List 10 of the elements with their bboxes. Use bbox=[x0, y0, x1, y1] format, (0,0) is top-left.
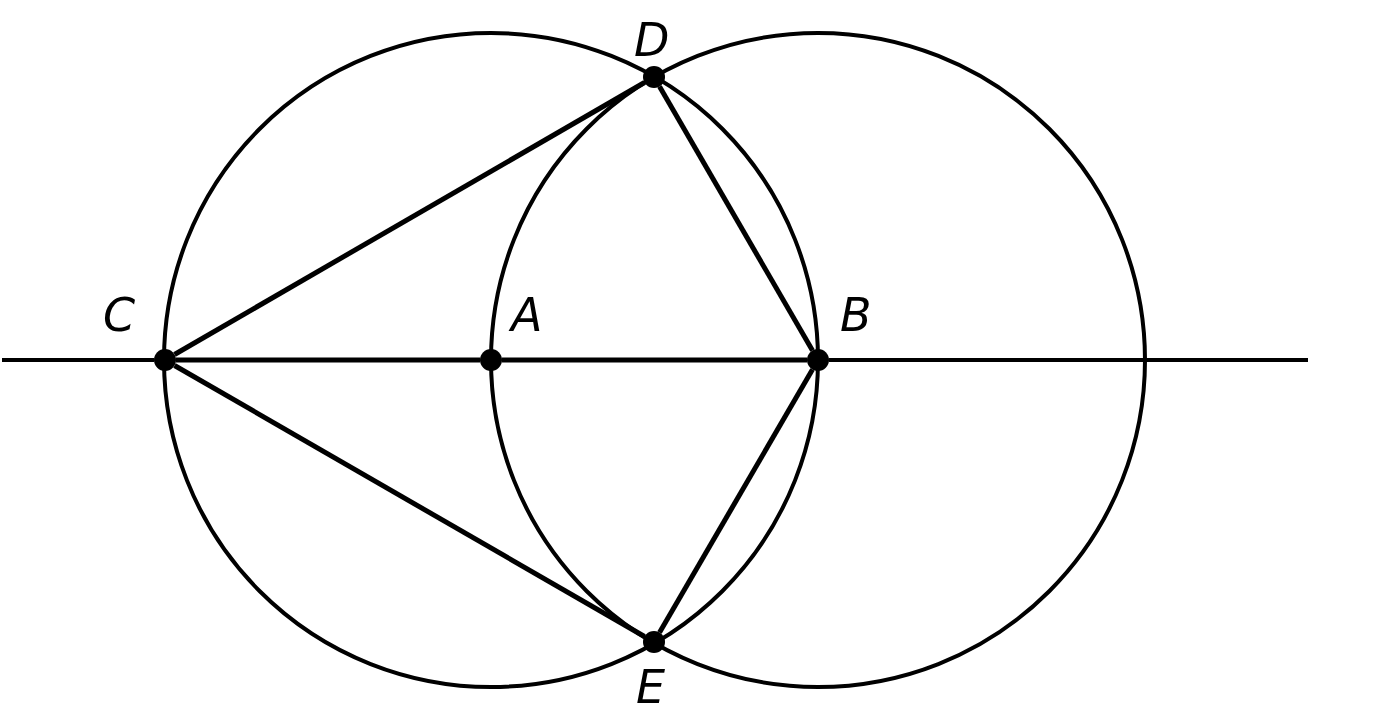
line-segment bbox=[176, 357, 480, 363]
line-segment bbox=[657, 368, 815, 634]
point-label: C bbox=[103, 290, 136, 340]
line-segment bbox=[657, 85, 815, 352]
point-label: B bbox=[840, 290, 872, 340]
line-segment bbox=[173, 80, 646, 357]
line-segment bbox=[502, 357, 807, 363]
line-segment bbox=[173, 363, 646, 639]
point-label: D bbox=[634, 15, 670, 65]
point-label: E bbox=[636, 662, 666, 712]
